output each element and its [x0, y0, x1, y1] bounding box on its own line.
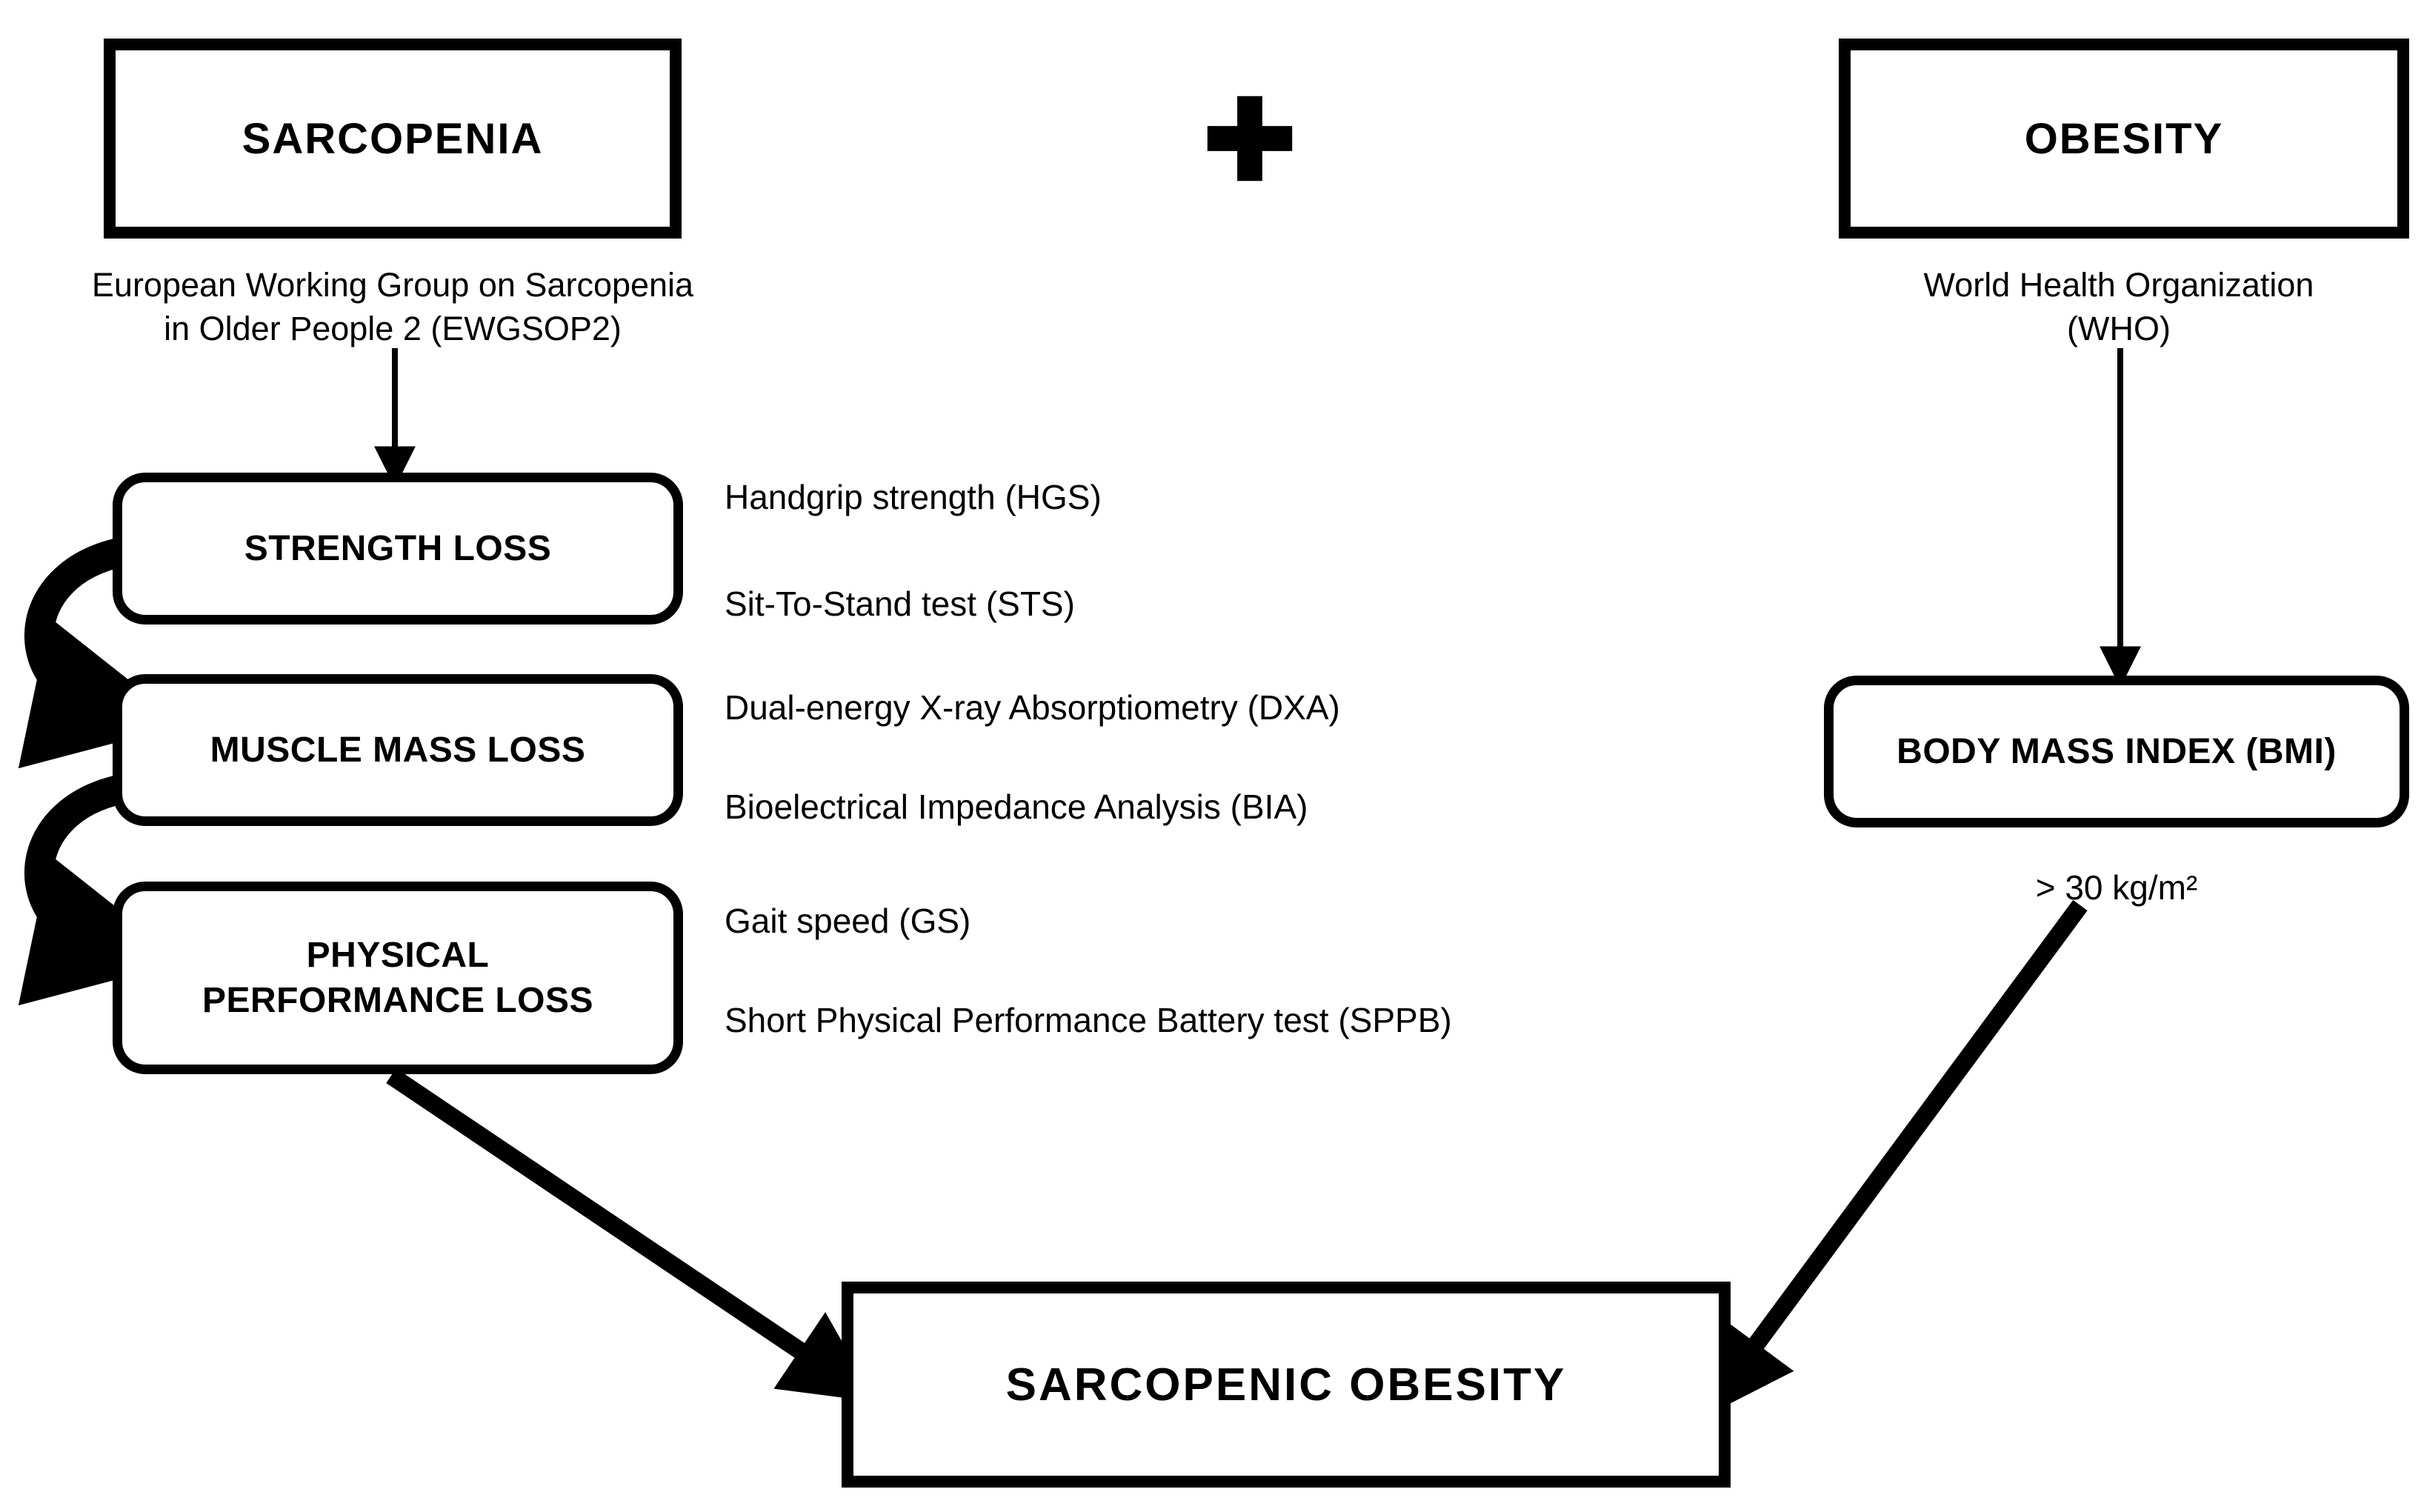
obesity-box-label: OBESITY	[2024, 114, 2224, 163]
bmi-box: BODY MASS INDEX (BMI)	[1824, 676, 2409, 827]
curved-arrow-strength-to-mass	[18, 537, 185, 769]
criterion-box-muscle-mass-loss-label: MUSCLE MASS LOSS	[210, 730, 586, 770]
criterion-box-physical-performance-loss-label-line-1: PHYSICAL	[306, 935, 490, 975]
arrow-bmi-to-outcome	[1702, 899, 2088, 1419]
criterion-box-physical-performance-loss: PHYSICAL PERFORMANCE LOSS	[113, 882, 683, 1074]
sarcopenic-obesity-box: SARCOPENIC OBESITY	[842, 1282, 1731, 1488]
metric-handgrip-strength: Handgrip strength (HGS)	[725, 478, 1102, 516]
bmi-threshold-label: > 30 kg/m²	[2035, 868, 2198, 907]
sarcopenic-obesity-box-label: SARCOPENIC OBESITY	[1005, 1359, 1567, 1411]
criterion-box-strength-loss-label: STRENGTH LOSS	[244, 528, 552, 568]
bmi-box-label: BODY MASS INDEX (BMI)	[1897, 731, 2337, 771]
obesity-box: OBESITY	[1839, 39, 2409, 239]
obesity-source-line-2: (WHO)	[2067, 310, 2171, 348]
metric-sppb: Short Physical Performance Battery test …	[725, 1001, 1452, 1039]
metric-dxa: Dual-energy X-ray Absorptiometry (DXA)	[725, 688, 1340, 727]
sarcopenia-source-line-2: in Older People 2 (EWGSOP2)	[164, 310, 622, 348]
arrow-performance-to-outcome	[386, 1068, 876, 1402]
metric-bia: Bioelectrical Impedance Analysis (BIA)	[725, 787, 1308, 826]
criterion-box-physical-performance-loss-label-line-2: PERFORMANCE LOSS	[202, 981, 594, 1020]
metric-sit-to-stand: Sit-To-Stand test (STS)	[725, 585, 1075, 623]
obesity-source-caption: World Health Organization (WHO)	[1726, 263, 2424, 351]
criterion-box-strength-loss: STRENGTH LOSS	[113, 473, 683, 625]
sarcopenia-box-label: SARCOPENIA	[242, 114, 544, 163]
sarcopenia-box: SARCOPENIA	[104, 39, 682, 239]
plus-icon	[1207, 96, 1293, 181]
sarcopenia-source-caption: European Working Group on Sarcopenia in …	[0, 263, 785, 351]
sarcopenia-source-line-1: European Working Group on Sarcopenia	[91, 266, 694, 304]
criterion-box-muscle-mass-loss: MUSCLE MASS LOSS	[113, 674, 683, 826]
obesity-source-line-1: World Health Organization	[1923, 266, 2314, 304]
curved-arrow-mass-to-performance	[18, 774, 185, 1006]
metric-gait-speed: Gait speed (GS)	[725, 902, 971, 940]
